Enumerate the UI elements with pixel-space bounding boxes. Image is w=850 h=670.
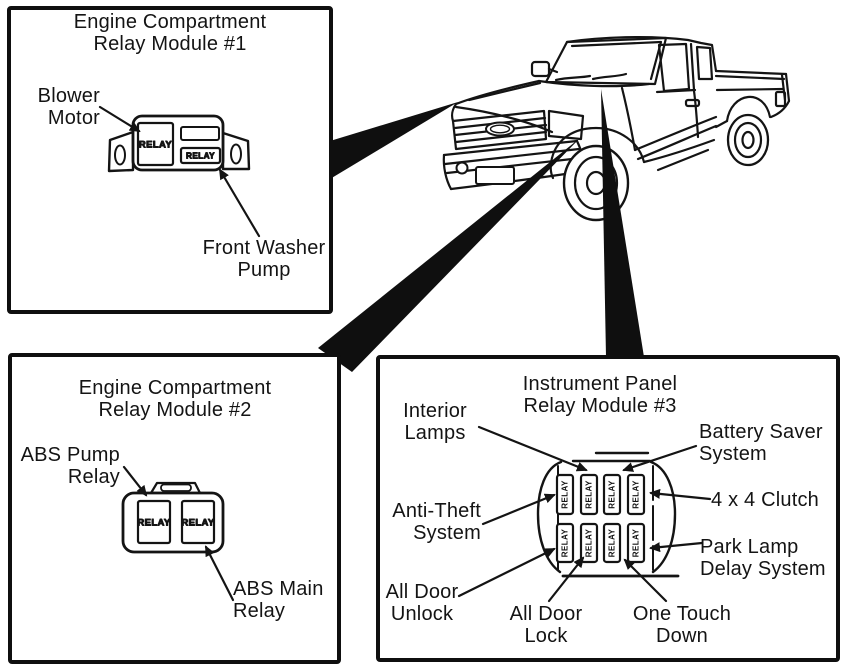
label-front-washer-pump: Front Washer Pump [202,237,326,281]
pickup-truck-illustration [442,36,791,222]
label-battery-saver: Battery Saver System [699,421,823,465]
module2-title: Engine Compartment Relay Module #2 [78,377,272,421]
label-one-touch-down: One Touch Down [632,603,732,647]
module3-title: Instrument Panel Relay Module #3 [522,373,678,417]
label-park-lamp-delay: Park Lamp Delay System [700,536,826,580]
label-blower-motor: Blower Motor [37,85,100,129]
label-anti-theft: Anti-Theft System [392,500,481,544]
label-4x4-clutch: 4 x 4 Clutch [711,489,820,511]
module1-title: Engine Compartment Relay Module #1 [73,11,267,55]
wedge-to-module3 [601,89,644,357]
label-all-door-unlock: All Door Unlock [385,581,459,625]
wedge-to-module2 [318,138,580,372]
pointer-wedges [318,89,644,372]
wedge-to-module1 [330,102,458,179]
label-all-door-lock: All Door Lock [509,603,583,647]
label-abs-pump-relay: ABS Pump Relay [20,444,120,488]
label-abs-main-relay: ABS Main Relay [233,578,324,622]
label-interior-lamps: Interior Lamps [403,400,467,444]
